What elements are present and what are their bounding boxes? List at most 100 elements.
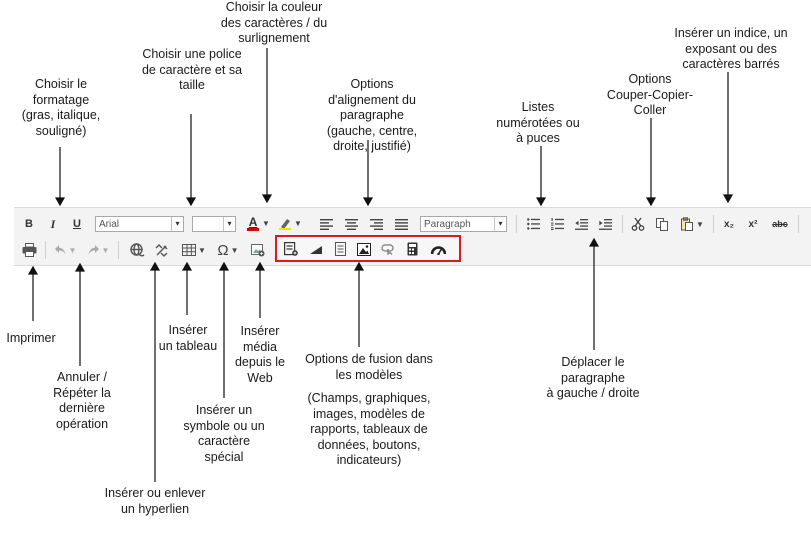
- align-center-button[interactable]: [341, 214, 361, 234]
- align-justify-icon: [394, 218, 408, 230]
- label-formatage: Choisir le formatage (gras, italique, so…: [21, 77, 101, 138]
- highlight-icon: [279, 219, 292, 230]
- chart-icon: [310, 246, 322, 254]
- merge-options-group: [275, 235, 461, 262]
- superscript-label: x²: [748, 218, 758, 230]
- label-deplacer: Déplacer le paragraphe à gauche / droite: [546, 355, 640, 400]
- outdent-icon: [574, 218, 588, 230]
- align-left-button[interactable]: [316, 214, 336, 234]
- label-symbole: Insérer un symbole ou un caractère spéci…: [183, 403, 265, 464]
- redo-icon: [88, 245, 99, 255]
- label-fusion-detail: (Champs, graphiques, images, modèles de …: [307, 391, 431, 467]
- bullet-list-icon: [526, 218, 540, 230]
- table-icon: [182, 244, 197, 256]
- separator: [622, 215, 623, 233]
- chevron-down-icon: ▼: [68, 245, 77, 255]
- insert-chart-button[interactable]: [307, 239, 325, 259]
- align-center-icon: [344, 218, 358, 230]
- image-icon: [357, 242, 371, 256]
- numbered-list-icon: [550, 218, 564, 230]
- redo-button[interactable]: ▼: [84, 240, 112, 260]
- align-justify-button[interactable]: [391, 214, 411, 234]
- button-icon: [381, 244, 394, 255]
- separator: [516, 215, 517, 233]
- align-right-icon: [369, 218, 383, 230]
- font-color-button[interactable]: A ▼: [243, 213, 273, 233]
- font-size-select[interactable]: ▾: [192, 216, 236, 232]
- chevron-down-icon: ▼: [262, 218, 270, 228]
- subscript-label: x₂: [723, 218, 734, 230]
- undo-button[interactable]: ▼: [51, 240, 79, 260]
- insert-table-button[interactable]: ▼: [179, 240, 209, 260]
- label-annuler: Annuler / Répéter la dernière opération: [53, 370, 111, 431]
- italic-label: I: [50, 216, 56, 231]
- insert-media-button[interactable]: [248, 240, 268, 260]
- label-hyperlien: Insérer ou enlever un hyperlien: [104, 486, 206, 516]
- label-couper: Options Couper-Copier- Coller: [606, 72, 694, 117]
- font-family-select[interactable]: Arial ▾: [95, 216, 184, 232]
- subscript-button[interactable]: x₂: [718, 214, 740, 234]
- label-police: Choisir une police de caractère et sa ta…: [141, 47, 243, 92]
- italic-button[interactable]: I: [44, 214, 62, 234]
- paste-button[interactable]: ▼: [677, 214, 707, 234]
- gauge-icon: [430, 245, 446, 255]
- label-tableau: Insérer un tableau: [158, 323, 218, 353]
- fields-icon: [284, 242, 298, 256]
- indent-button[interactable]: [595, 214, 615, 234]
- media-icon: [251, 244, 265, 257]
- indent-icon: [598, 218, 612, 230]
- insert-image-button[interactable]: [355, 239, 373, 259]
- chevron-down-icon: ▾: [223, 217, 235, 231]
- align-right-button[interactable]: [366, 214, 386, 234]
- label-indice: Insérer un indice, un exposant ou des ca…: [674, 26, 788, 71]
- label-alignement: Options d'alignement du paragraphe (gauc…: [326, 77, 418, 153]
- strikethrough-label: abc: [772, 219, 788, 229]
- label-listes: Listes numérotées ou à puces: [496, 100, 580, 145]
- strikethrough-button[interactable]: abc: [767, 214, 793, 234]
- numbered-list-button[interactable]: [547, 214, 567, 234]
- insert-indicator-button[interactable]: [428, 239, 448, 259]
- separator: [118, 241, 119, 259]
- insert-link-button[interactable]: [127, 240, 147, 260]
- cut-icon: [631, 217, 645, 231]
- underline-button[interactable]: U: [68, 214, 86, 234]
- print-icon: [22, 243, 36, 257]
- paragraph-format-select[interactable]: Paragraph ▾: [420, 216, 507, 232]
- bold-label: B: [25, 218, 33, 230]
- copy-icon: [656, 218, 668, 231]
- omega-icon: Ω: [217, 241, 229, 259]
- chevron-down-icon: ▼: [696, 219, 704, 229]
- outdent-button[interactable]: [571, 214, 591, 234]
- superscript-button[interactable]: x²: [742, 214, 764, 234]
- insert-button-button[interactable]: [379, 239, 397, 259]
- chevron-down-icon: ▼: [230, 245, 239, 255]
- font-color-letter: A: [248, 215, 258, 229]
- separator: [45, 241, 46, 259]
- highlight-color-button[interactable]: ▼: [275, 213, 305, 233]
- bold-button[interactable]: B: [20, 214, 38, 234]
- bullet-list-button[interactable]: [523, 214, 543, 234]
- insert-symbol-button[interactable]: Ω ▼: [213, 240, 243, 260]
- chevron-down-icon: ▼: [198, 245, 206, 255]
- label-couleur: Choisir la couleur des caractères / du s…: [220, 0, 328, 45]
- insert-fields-button[interactable]: [282, 239, 300, 259]
- print-button[interactable]: [19, 240, 39, 260]
- report-template-icon: [334, 242, 346, 256]
- label-media: Insérer média depuis le Web: [234, 324, 286, 385]
- underline-label: U: [73, 218, 81, 230]
- insert-datatable-button[interactable]: [403, 239, 421, 259]
- paragraph-format-value: Paragraph: [424, 219, 471, 230]
- separator: [713, 215, 714, 233]
- datatable-icon: [407, 242, 417, 256]
- align-left-icon: [319, 218, 333, 230]
- copy-button[interactable]: [652, 214, 672, 234]
- chevron-down-icon: ▾: [171, 217, 183, 231]
- insert-report-template-button[interactable]: [331, 239, 349, 259]
- font-family-value: Arial: [99, 219, 120, 230]
- cut-button[interactable]: [628, 214, 648, 234]
- label-fusion-title: Options de fusion dans les modèles: [305, 352, 433, 382]
- label-imprimer: Imprimer: [6, 331, 56, 345]
- remove-link-button[interactable]: [151, 240, 171, 260]
- unlink-icon: [155, 243, 167, 257]
